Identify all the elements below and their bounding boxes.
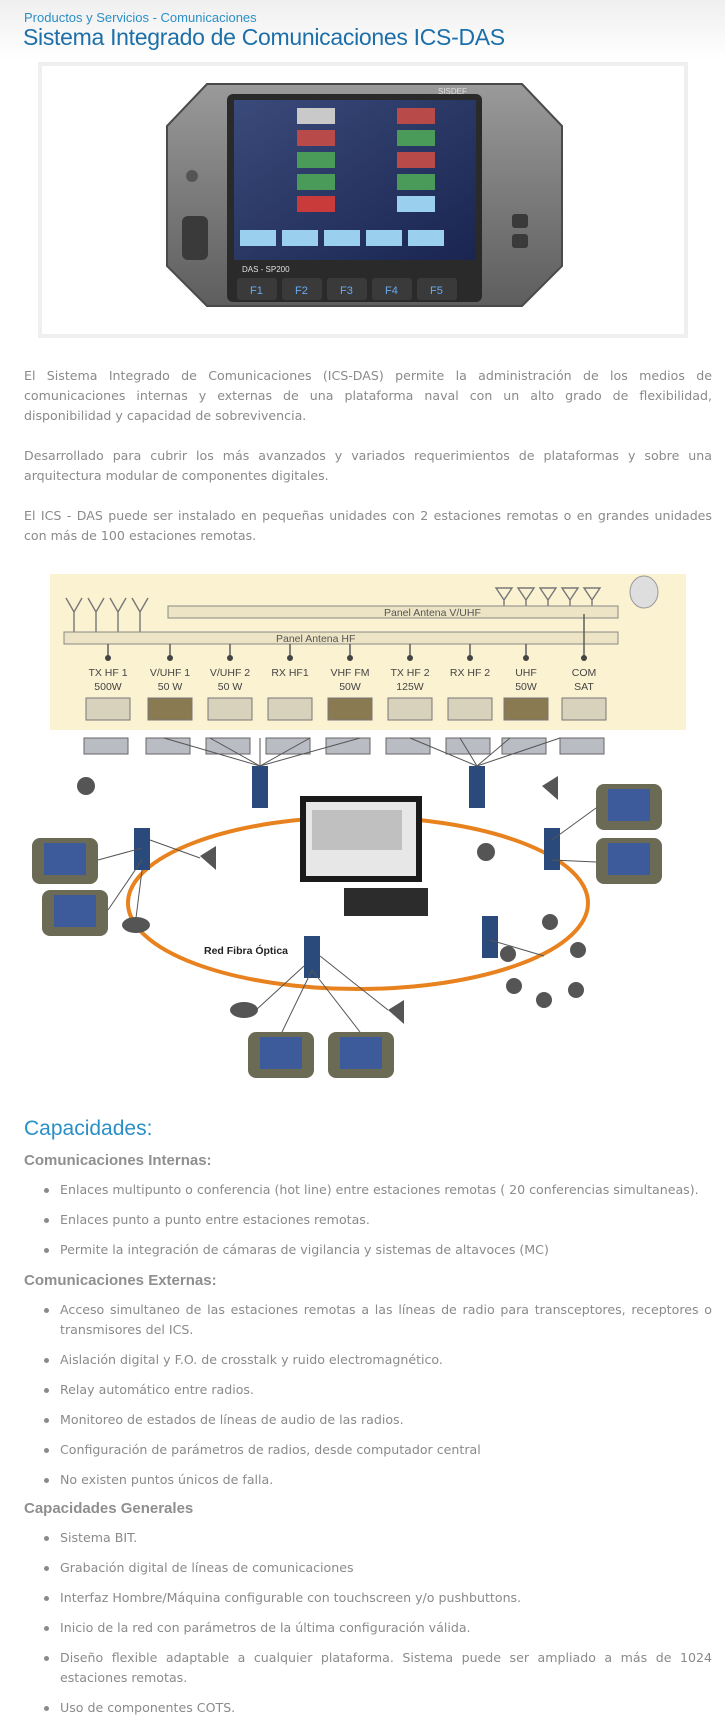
radio-node (523, 655, 529, 661)
switches (134, 766, 560, 978)
list-item: No existen puntos únicos de falla. (42, 1470, 712, 1490)
panel-vuhf (167, 605, 619, 619)
audio-interface (205, 737, 251, 755)
radio-unit (207, 697, 253, 721)
audio-interface (265, 737, 311, 755)
generales-list: Sistema BIT. Grabación digital de líneas… (42, 1528, 712, 1728)
f2-key: F2 (295, 285, 308, 297)
radio-label: COM (572, 667, 597, 679)
audio-interface (559, 737, 605, 755)
radio-unit (447, 697, 493, 721)
radio-node (227, 655, 233, 661)
list-item: Interfaz Hombre/Máquina configurable con… (42, 1588, 712, 1608)
radio-sublabel: 50W (515, 681, 537, 693)
radio-node (581, 655, 587, 661)
list-item: Monitoreo de estados de líneas de audio … (42, 1410, 712, 1430)
breadcrumb[interactable]: Productos y Servicios - Comunicaciones (24, 10, 257, 25)
radio-label: V/UHF 1 (150, 667, 190, 679)
panel-hf (63, 631, 619, 645)
hf-antennas (65, 597, 149, 632)
list-item: Permite la integración de cámaras de vig… (42, 1240, 712, 1260)
network-diagram: Panel Antena V/UHF Panel Antena HF TX HF… (24, 570, 712, 1090)
radio-node (467, 655, 473, 661)
radio-unit (327, 697, 373, 721)
peripherals (77, 776, 586, 1024)
radio-label: TX HF 1 (88, 667, 127, 679)
f1-key: F1 (250, 285, 263, 297)
radio-sublabel: 125W (396, 681, 424, 693)
radio-label: UHF (515, 667, 537, 679)
remote-stations (32, 784, 662, 1078)
radio-unit (85, 697, 131, 721)
links (97, 737, 597, 1033)
radio-node (287, 655, 293, 661)
f3-key: F3 (340, 285, 353, 297)
list-item: Grabación digital de líneas de comunicac… (42, 1558, 712, 1578)
radio-unit (503, 697, 549, 721)
device-photo: SISDEF DAS - SP200 F1 F2 F3 F4 F5 (38, 62, 688, 338)
internas-list: Enlaces multipunto o conferencia (hot li… (42, 1180, 712, 1270)
radio-node (347, 655, 353, 661)
radio-unit (561, 697, 607, 721)
radio-sublabel: 50 W (158, 681, 183, 693)
list-item: Configuración de parámetros de radios, d… (42, 1440, 712, 1460)
f4-key: F4 (385, 285, 398, 297)
audio-interface (83, 737, 129, 755)
intro-paragraph-3: El ICS - DAS puede ser instalado en pequ… (24, 508, 712, 543)
function-keys: F1 F2 F3 F4 F5 (237, 278, 457, 300)
list-item: Acceso simultaneo de las estaciones remo… (42, 1300, 712, 1340)
radio-sublabel: 50 W (218, 681, 243, 693)
list-item: Inicio de la red con parámetros de la úl… (42, 1618, 712, 1638)
radio-unit (267, 697, 313, 721)
audio-interface (501, 737, 547, 755)
panel-vuhf-label: Panel Antena V/UHF (384, 607, 481, 619)
list-item: Enlaces multipunto o conferencia (hot li… (42, 1180, 712, 1200)
radio-label: TX HF 2 (390, 667, 429, 679)
list-item: Sistema BIT. (42, 1528, 712, 1548)
radio-unit (387, 697, 433, 721)
list-item: Enlaces punto a punto entre estaciones r… (42, 1210, 712, 1230)
side-handle (182, 216, 208, 260)
generales-heading: Capacidades Generales (24, 1500, 194, 1517)
externas-heading: Comunicaciones Externas: (24, 1272, 217, 1289)
radio-sublabel: 50W (339, 681, 361, 693)
audio-interface (445, 737, 491, 755)
radio-label: VHF FM (330, 667, 369, 679)
intro-paragraph-1: El Sistema Integrado de Comunicaciones (… (24, 368, 712, 423)
radio-label: RX HF1 (271, 667, 309, 679)
f5-key: F5 (430, 285, 443, 297)
radio-unit (147, 697, 193, 721)
audio-interface (145, 737, 191, 755)
radio-label: V/UHF 2 (210, 667, 250, 679)
radio-node (407, 655, 413, 661)
externas-list: Acceso simultaneo de las estaciones remo… (42, 1300, 712, 1500)
radio-node (105, 655, 111, 661)
ring-label: Red Fibra Óptica (204, 944, 288, 957)
device-brand: SISDEF (438, 87, 467, 96)
radio-node (167, 655, 173, 661)
radio-sublabel: 500W (94, 681, 122, 693)
satellite-dish-icon (629, 575, 659, 609)
page-title: Sistema Integrado de Comunicaciones ICS-… (23, 24, 505, 50)
list-item: Diseño flexible adaptable a cualquier pl… (42, 1648, 712, 1688)
panel-hf-label: Panel Antena HF (276, 633, 355, 645)
list-item: Uso de componentes COTS. (42, 1698, 712, 1718)
central-server (344, 888, 428, 916)
audio-interface (325, 737, 371, 755)
radio-label: RX HF 2 (450, 667, 490, 679)
capacidades-heading: Capacidades: (24, 1117, 153, 1140)
list-item: Aislación digital y F.O. de crosstalk y … (42, 1350, 712, 1370)
screen-buttons (240, 108, 444, 246)
intro-paragraph-2: Desarrollado para cubrir los más avanzad… (24, 448, 712, 483)
audio-interface (385, 737, 431, 755)
list-item: Relay automático entre radios. (42, 1380, 712, 1400)
radio-sublabel: SAT (574, 681, 594, 693)
internas-heading: Comunicaciones Internas: (24, 1152, 212, 1169)
device-model: DAS - SP200 (242, 265, 290, 274)
